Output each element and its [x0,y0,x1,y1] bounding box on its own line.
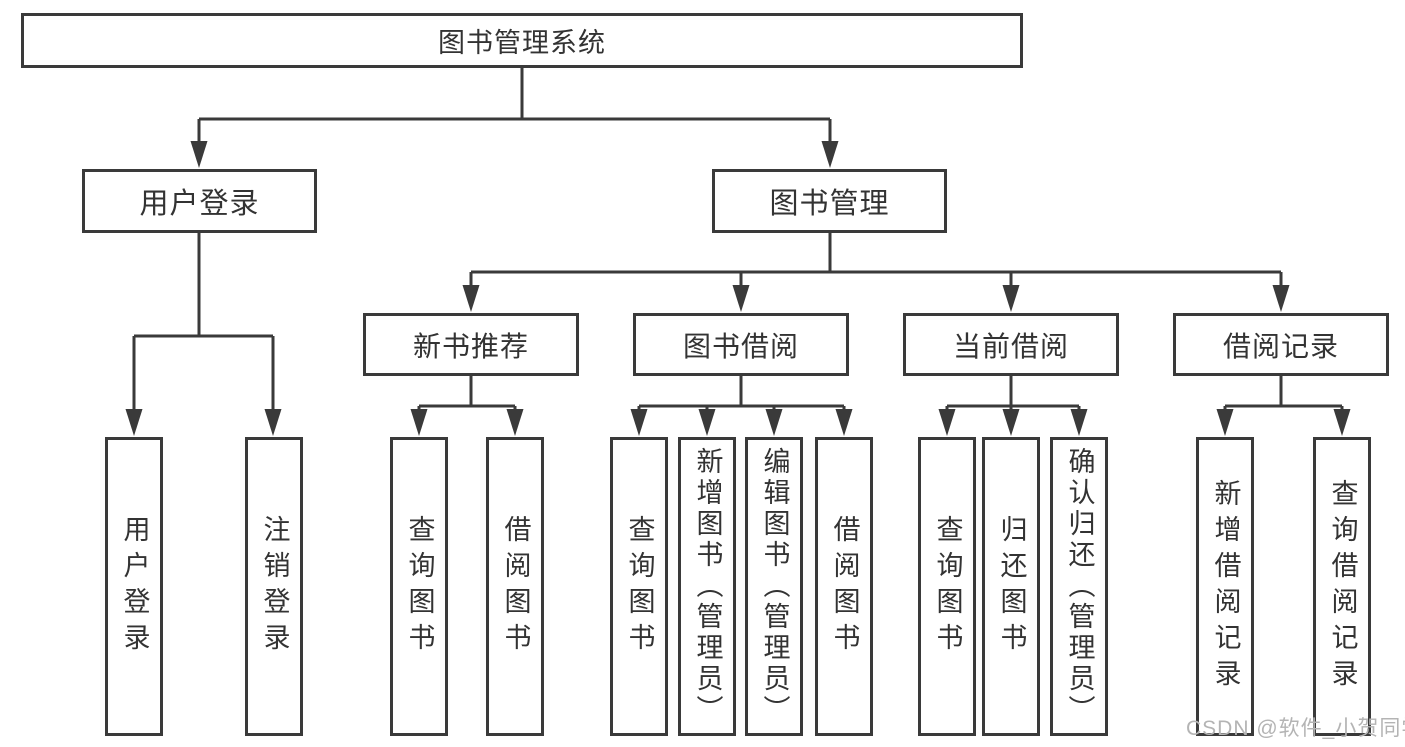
leaf-return-books: 归还图书 [982,437,1040,736]
node-current-borrow: 当前借阅 [903,313,1119,376]
leaf-borrow-books-recommend: 借阅图书 [486,437,544,736]
leaf-edit-book-admin: 编辑图书（管理员） [745,437,803,736]
node-new-book-recommend: 新书推荐 [363,313,579,376]
leaf-user-login: 用户登录 [105,437,163,736]
leaf-query-books-current: 查询图书 [918,437,976,736]
leaf-query-books-recommend: 查询图书 [390,437,448,736]
leaf-confirm-return-admin: 确认归还（管理员） [1050,437,1108,736]
node-borrow-records: 借阅记录 [1173,313,1389,376]
node-book-borrow: 图书借阅 [633,313,849,376]
leaf-logout-login: 注销登录 [245,437,303,736]
node-book-management: 图书管理 [712,169,947,233]
node-library-system: 图书管理系统 [21,13,1023,68]
leaf-add-book-admin: 新增图书（管理员） [678,437,736,736]
leaf-borrow-books: 借阅图书 [815,437,873,736]
node-user-login: 用户登录 [82,169,317,233]
arrowheads [125,141,1351,436]
leaf-query-books-borrow: 查询图书 [610,437,668,736]
leaf-add-borrow-record: 新增借阅记录 [1196,437,1254,736]
leaf-query-borrow-record: 查询借阅记录 [1313,437,1371,736]
watermark-text: CSDN @软件_小贺同学 [1186,717,1405,740]
